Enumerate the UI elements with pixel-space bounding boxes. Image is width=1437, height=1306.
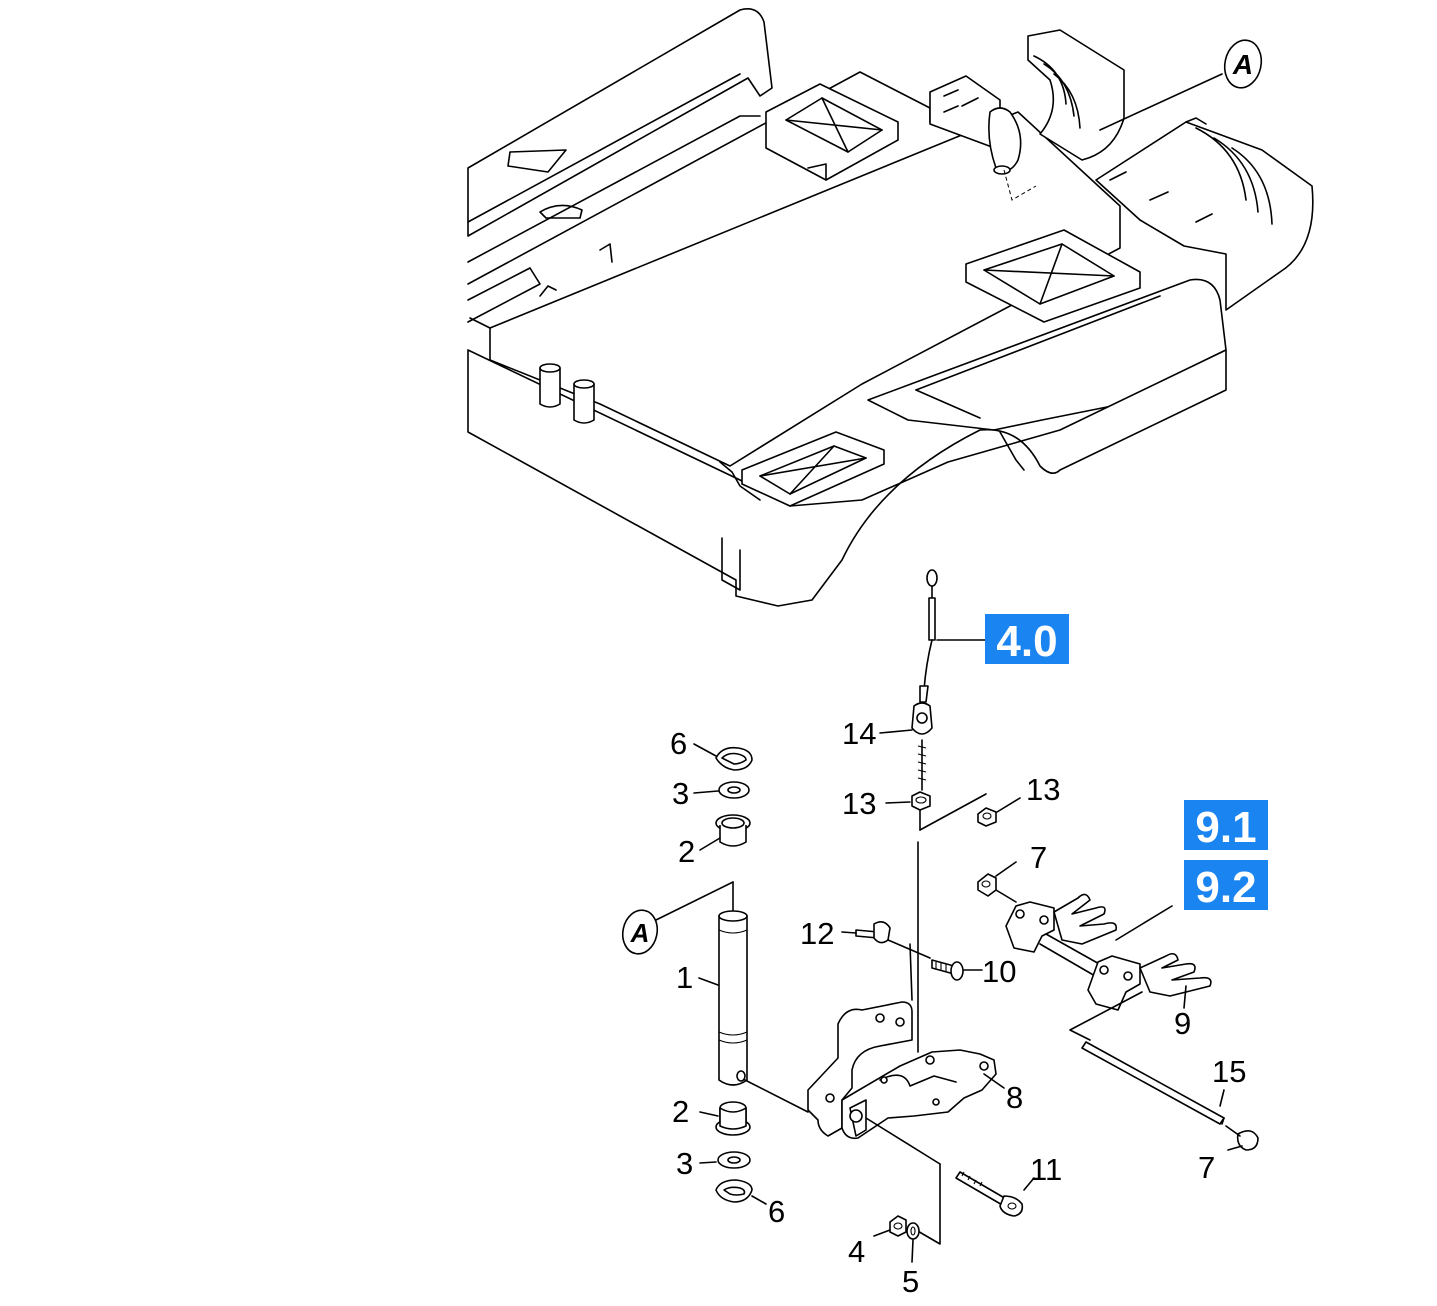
detail-marker-a-top: A xyxy=(1223,39,1263,89)
ref-box-9-2-label: 9.2 xyxy=(1195,863,1256,912)
nut-4 xyxy=(873,1215,907,1237)
ref-box-9-1-label: 9.1 xyxy=(1195,803,1256,852)
callout-12: 12 xyxy=(800,916,834,951)
callout-7-top: 7 xyxy=(1030,840,1047,875)
callout-15: 15 xyxy=(1212,1054,1246,1089)
detail-marker-label-bottom: A xyxy=(630,918,650,948)
pin-stack xyxy=(693,743,767,1205)
bolt-11 xyxy=(915,1163,1035,1245)
callout-labels: 6 3 2 1 2 3 6 14 13 13 12 10 8 11 4 5 7 … xyxy=(670,716,1246,1299)
detail-marker-a-bottom: A xyxy=(621,881,734,955)
callout-3-top: 3 xyxy=(672,776,689,811)
ref-box-4-0[interactable]: 4.0 xyxy=(985,614,1069,666)
washer-5 xyxy=(906,1222,920,1263)
callout-13-right: 13 xyxy=(1026,772,1060,807)
callout-14: 14 xyxy=(842,716,876,751)
ref-box-9-2[interactable]: 9.2 xyxy=(1184,860,1268,912)
bracket-8 xyxy=(744,1001,1005,1165)
nut-13 xyxy=(885,791,1021,831)
callout-2-bottom: 2 xyxy=(672,1094,689,1129)
callout-11: 11 xyxy=(1030,1152,1062,1187)
callout-10: 10 xyxy=(982,954,1016,989)
callout-6-bottom: 6 xyxy=(768,1194,785,1229)
detail-marker-label: A xyxy=(1232,49,1253,80)
callout-4: 4 xyxy=(848,1234,865,1269)
callout-3-bottom: 3 xyxy=(676,1146,693,1181)
callout-7-bottom: 7 xyxy=(1198,1150,1215,1185)
bolt-10 xyxy=(931,959,983,981)
bolt-12 xyxy=(841,920,931,959)
callout-5: 5 xyxy=(902,1264,919,1299)
callout-2-top: 2 xyxy=(678,834,695,869)
callout-9: 9 xyxy=(1174,1006,1191,1041)
callout-6-top: 6 xyxy=(670,726,687,761)
cable-assembly xyxy=(879,569,986,791)
callout-13-left: 13 xyxy=(842,786,876,821)
chassis-frame xyxy=(467,8,1314,607)
ref-box-4-0-label: 4.0 xyxy=(996,617,1057,666)
callout-8: 8 xyxy=(1006,1080,1023,1115)
rod-15 xyxy=(1081,1041,1259,1151)
lever-9 xyxy=(977,861,1212,1041)
ref-box-9-1[interactable]: 9.1 xyxy=(1184,800,1268,852)
callout-1: 1 xyxy=(676,960,693,995)
